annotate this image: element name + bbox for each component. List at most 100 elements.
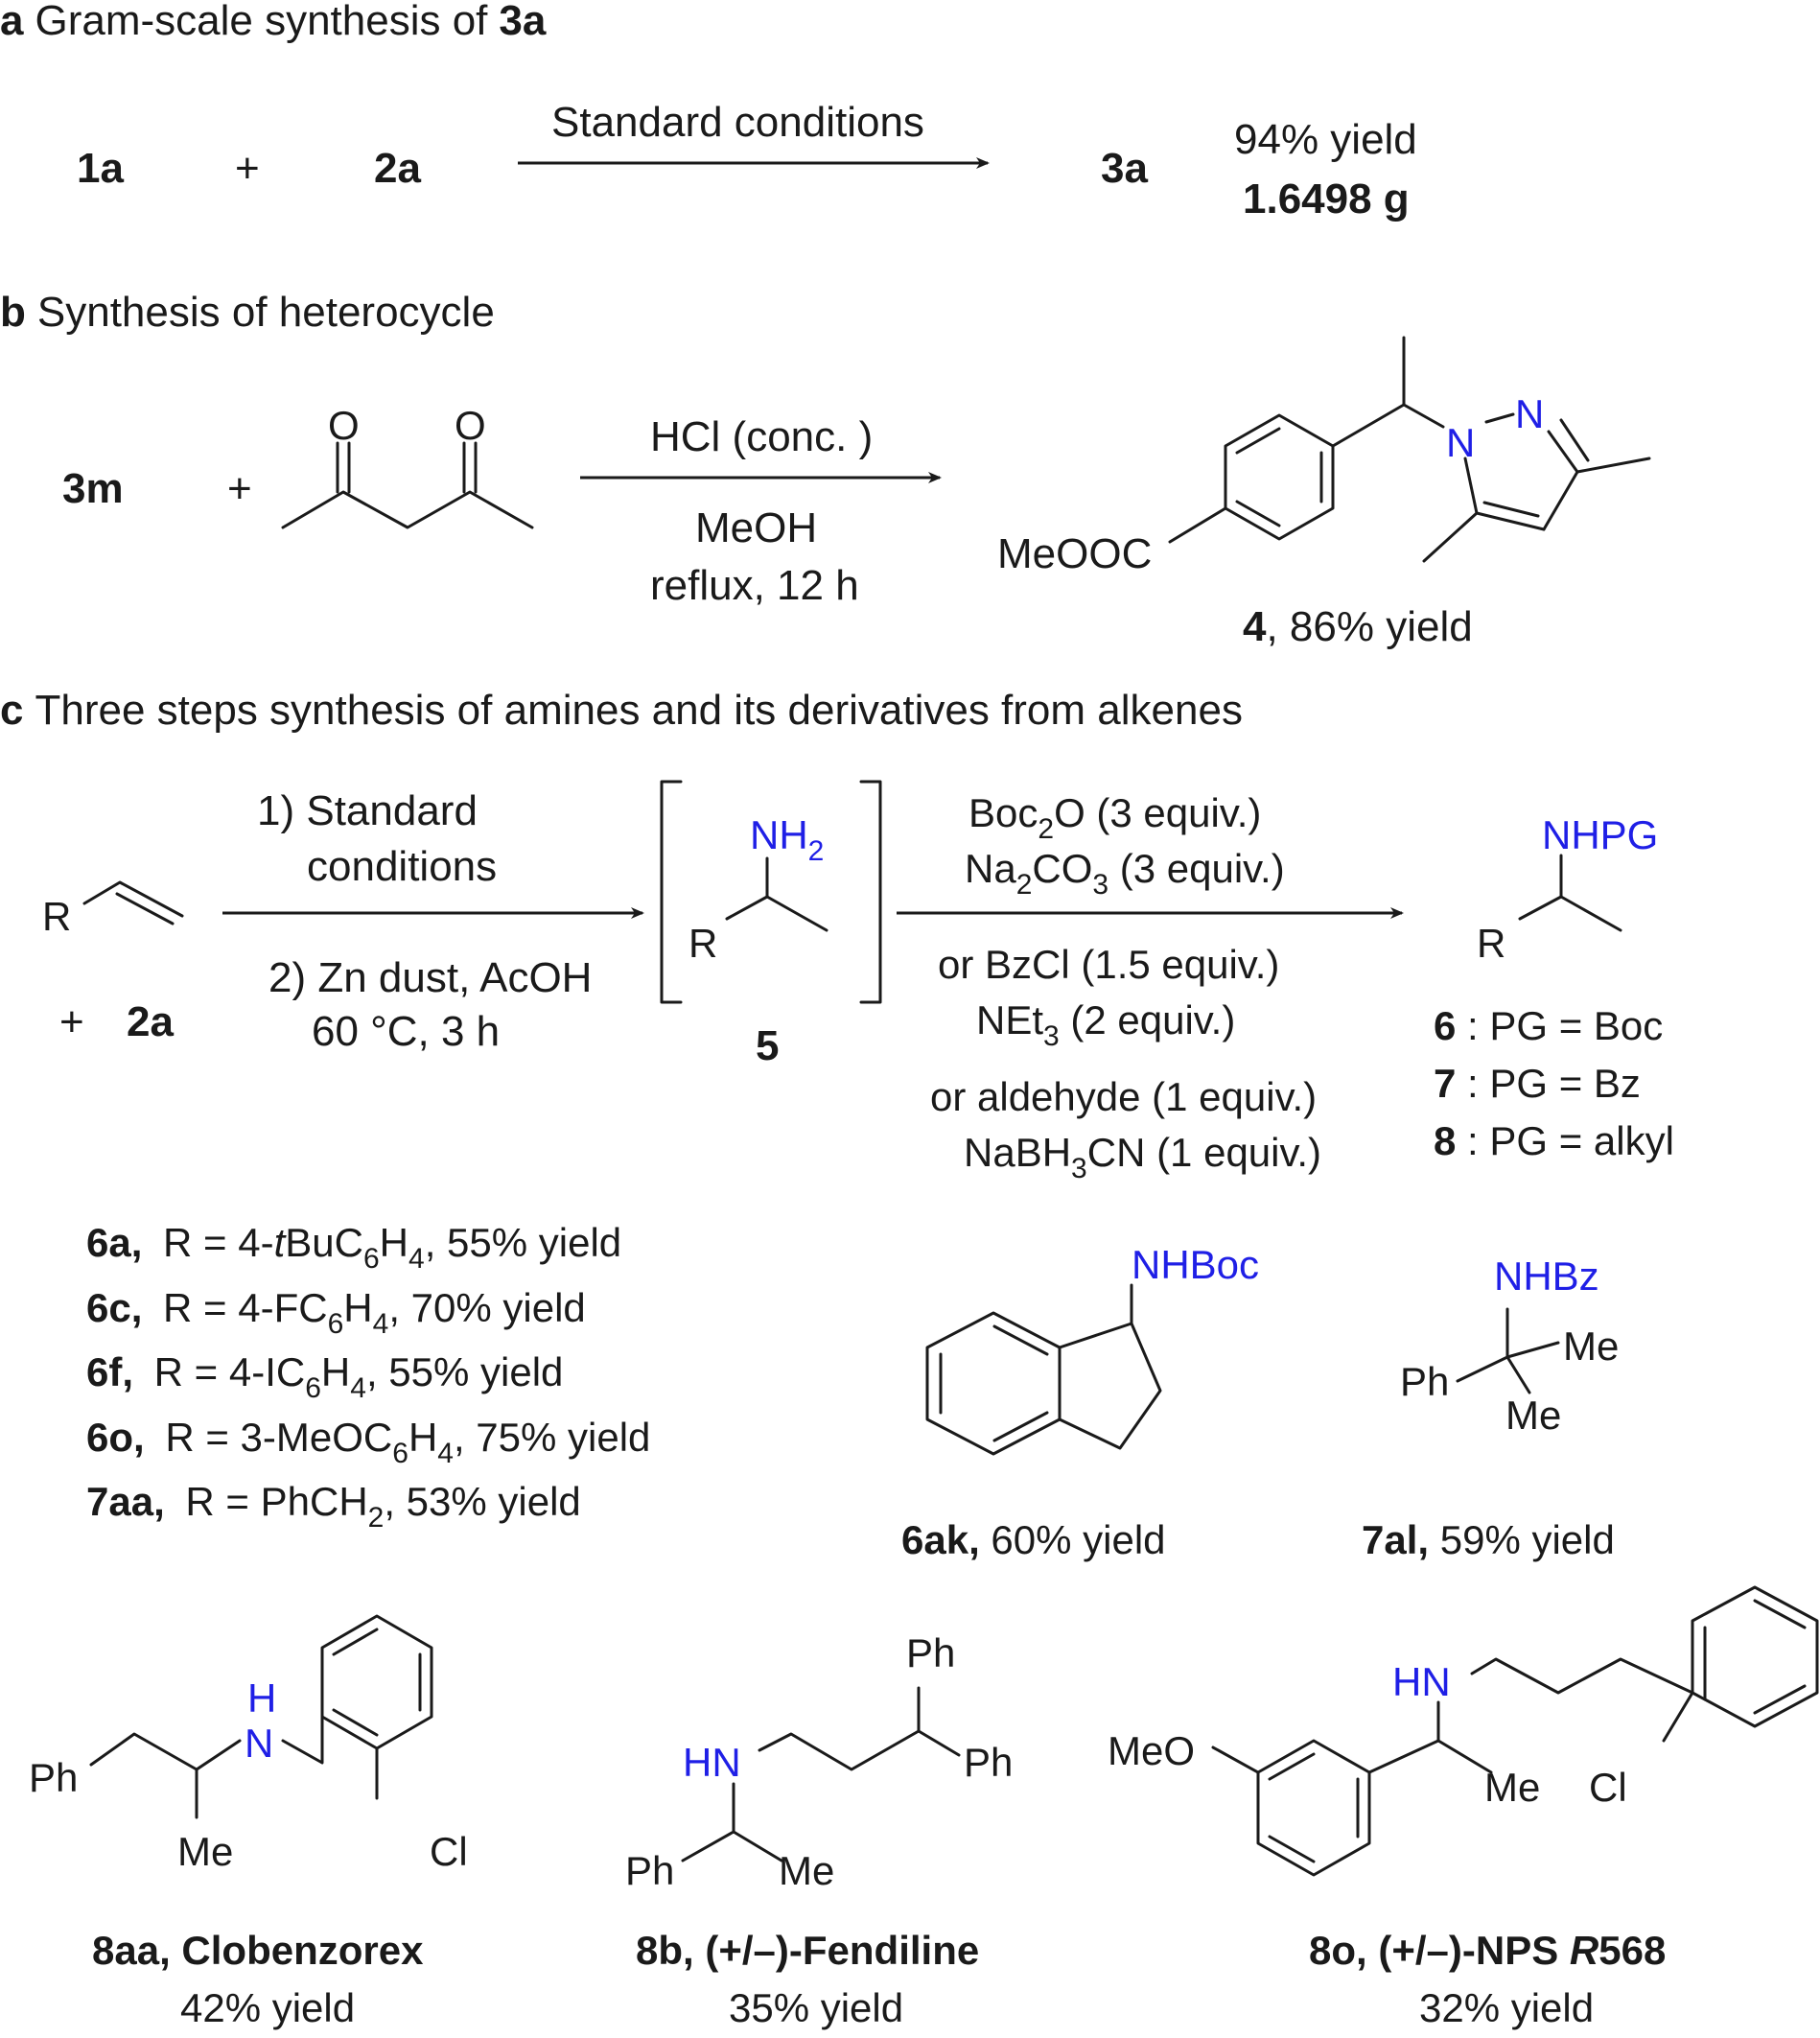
reagent-label: HCl (conc. ) <box>650 413 873 460</box>
nitrogen-label: N <box>245 1721 273 1766</box>
example-6c: 6c, R = 4-FC6H4, 70% yield <box>86 1285 586 1340</box>
solvent-label: MeOH <box>695 504 817 551</box>
net3-condition: NEt3 (2 equiv.) <box>976 997 1235 1052</box>
step1-line1: 1) Standard <box>257 787 478 834</box>
product-3a: 3a <box>1101 145 1148 192</box>
reactant-3m: 3m <box>62 465 124 512</box>
acetylacetone-structure: O O <box>281 403 534 529</box>
aldehyde-condition: or aldehyde (1 equiv.) <box>930 1074 1317 1119</box>
carbon-chain <box>281 490 534 529</box>
product-4-caption: 4, 86% yield <box>1243 603 1473 650</box>
pg-row-6: 6 : PG = Boc <box>1434 1003 1663 1048</box>
intermediate-number: 5 <box>756 1022 779 1069</box>
plus-sign: + <box>227 465 252 512</box>
nhbz-label: NHBz <box>1494 1253 1599 1299</box>
left-bracket <box>660 780 683 1004</box>
plus-sign: + <box>235 145 260 192</box>
reactant-1a: 1a <box>77 145 124 192</box>
plus-sign: + <box>59 998 84 1045</box>
methyl-label: Me <box>177 1829 233 1874</box>
amine-label: HN <box>683 1740 741 1785</box>
cyclopentane-ring <box>1058 1322 1162 1450</box>
fendiline-title: 8b, (+/–)-Fendiline <box>636 1928 979 1973</box>
product-7al-caption: 7al, 59% yield <box>1362 1517 1615 1562</box>
clobenzorex-title: 8aa, Clobenzorex <box>92 1928 424 1973</box>
boc2o-condition: Boc2O (3 equiv.) <box>968 790 1261 845</box>
right-bracket <box>859 780 882 1004</box>
amine-label: NH2 <box>750 812 824 867</box>
panel-a-letter: a <box>0 0 24 44</box>
bzcl-condition: or BzCl (1.5 equiv.) <box>938 942 1279 987</box>
methyl-label: Me <box>779 1848 834 1893</box>
r-group-label: R <box>688 921 717 966</box>
chloro-label: Cl <box>1589 1765 1627 1810</box>
alkene-structure: R <box>42 880 184 939</box>
intermediate-5: NH2 R 5 <box>660 780 882 1069</box>
benzene-ring <box>1224 413 1335 541</box>
amine-label: HN <box>1392 1659 1451 1704</box>
phenyl-label: Ph <box>625 1848 674 1893</box>
step2-line1: 2) Zn dust, AcOH <box>268 954 592 1001</box>
methyl-label: Me <box>1563 1324 1619 1369</box>
na2co3-condition: Na2CO3 (3 equiv.) <box>965 846 1285 901</box>
time-label: reflux, 12 h <box>650 562 859 609</box>
clobenzorex-yield: 42% yield <box>180 1985 355 2030</box>
benzene-ring <box>1691 1585 1819 1728</box>
r-group-label: R <box>1477 921 1505 966</box>
phenyl-label: Ph <box>1400 1359 1449 1404</box>
reactant-2a: 2a <box>374 145 421 192</box>
benzene-ring <box>925 1311 1062 1456</box>
ester-label: MeOOC <box>997 530 1152 577</box>
oxygen-label: O <box>455 403 486 448</box>
nhpg-label: NHPG <box>1542 812 1658 857</box>
r-group-label: R <box>42 894 71 939</box>
methyl-label: Me <box>1505 1393 1561 1438</box>
amide-7al-structure: NHBz Me Me Ph <box>1400 1253 1619 1438</box>
pg-row-8: 8 : PG = alkyl <box>1434 1118 1674 1163</box>
phenyl-label: Ph <box>964 1740 1013 1785</box>
nhboc-label: NHBoc <box>1132 1242 1259 1287</box>
oxygen-label: O <box>328 403 360 448</box>
product-6ak-caption: 6ak, 60% yield <box>901 1517 1166 1562</box>
pg-row-7: 7 : PG = Bz <box>1434 1061 1641 1106</box>
phenyl-label: Ph <box>29 1755 78 1800</box>
panel-b-letter: b <box>0 289 26 336</box>
phenyl-label: Ph <box>906 1630 955 1675</box>
example-7aa: 7aa, R = PhCH2, 53% yield <box>86 1479 581 1534</box>
step2-line2: 60 °C, 3 h <box>312 1008 500 1055</box>
nps-r568-yield: 32% yield <box>1419 1985 1594 2030</box>
benzene-ring <box>320 1614 433 1750</box>
example-6f: 6f, R = 4-IC6H4, 55% yield <box>86 1349 563 1404</box>
yield-label: 94% yield <box>1234 116 1417 163</box>
panel-c-letter: c <box>0 687 23 734</box>
nabh3cn-condition: NaBH3CN (1 equiv.) <box>964 1130 1321 1184</box>
reagent-2a: 2a <box>127 998 174 1045</box>
clobenzorex-structure: Ph H N Me Cl <box>29 1614 468 1874</box>
protected-amine-structure: NHPG R <box>1477 812 1658 966</box>
nitrogen-label: N <box>1515 391 1544 436</box>
conditions-label: Standard conditions <box>551 99 924 146</box>
hydrogen-label: H <box>247 1675 276 1721</box>
indane-6ak-structure: NHBoc <box>925 1242 1259 1456</box>
example-6a: 6a, R = 4-tBuC6H4, 55% yield <box>86 1220 621 1275</box>
methoxy-label: MeO <box>1108 1728 1195 1773</box>
nps-r568-title: 8o, (+/–)-NPS R568 <box>1309 1928 1666 1973</box>
nitrogen-label: N <box>1446 420 1475 465</box>
pyrazole-product-structure: N N MeOOC <box>997 336 1651 577</box>
step1-line2: conditions <box>307 843 497 890</box>
chloro-label: Cl <box>430 1829 468 1874</box>
benzene-ring <box>1256 1739 1371 1877</box>
methyl-label: Me <box>1484 1765 1540 1810</box>
example-6o: 6o, R = 3-MeOC6H4, 75% yield <box>86 1415 650 1469</box>
fendiline-yield: 35% yield <box>729 1985 903 2030</box>
mass-label: 1.6498 g <box>1243 176 1410 223</box>
fendiline-structure: Ph Ph HN Ph Me <box>625 1630 1013 1893</box>
nps-r568-structure: HN MeO Me Cl <box>1108 1585 1819 1877</box>
